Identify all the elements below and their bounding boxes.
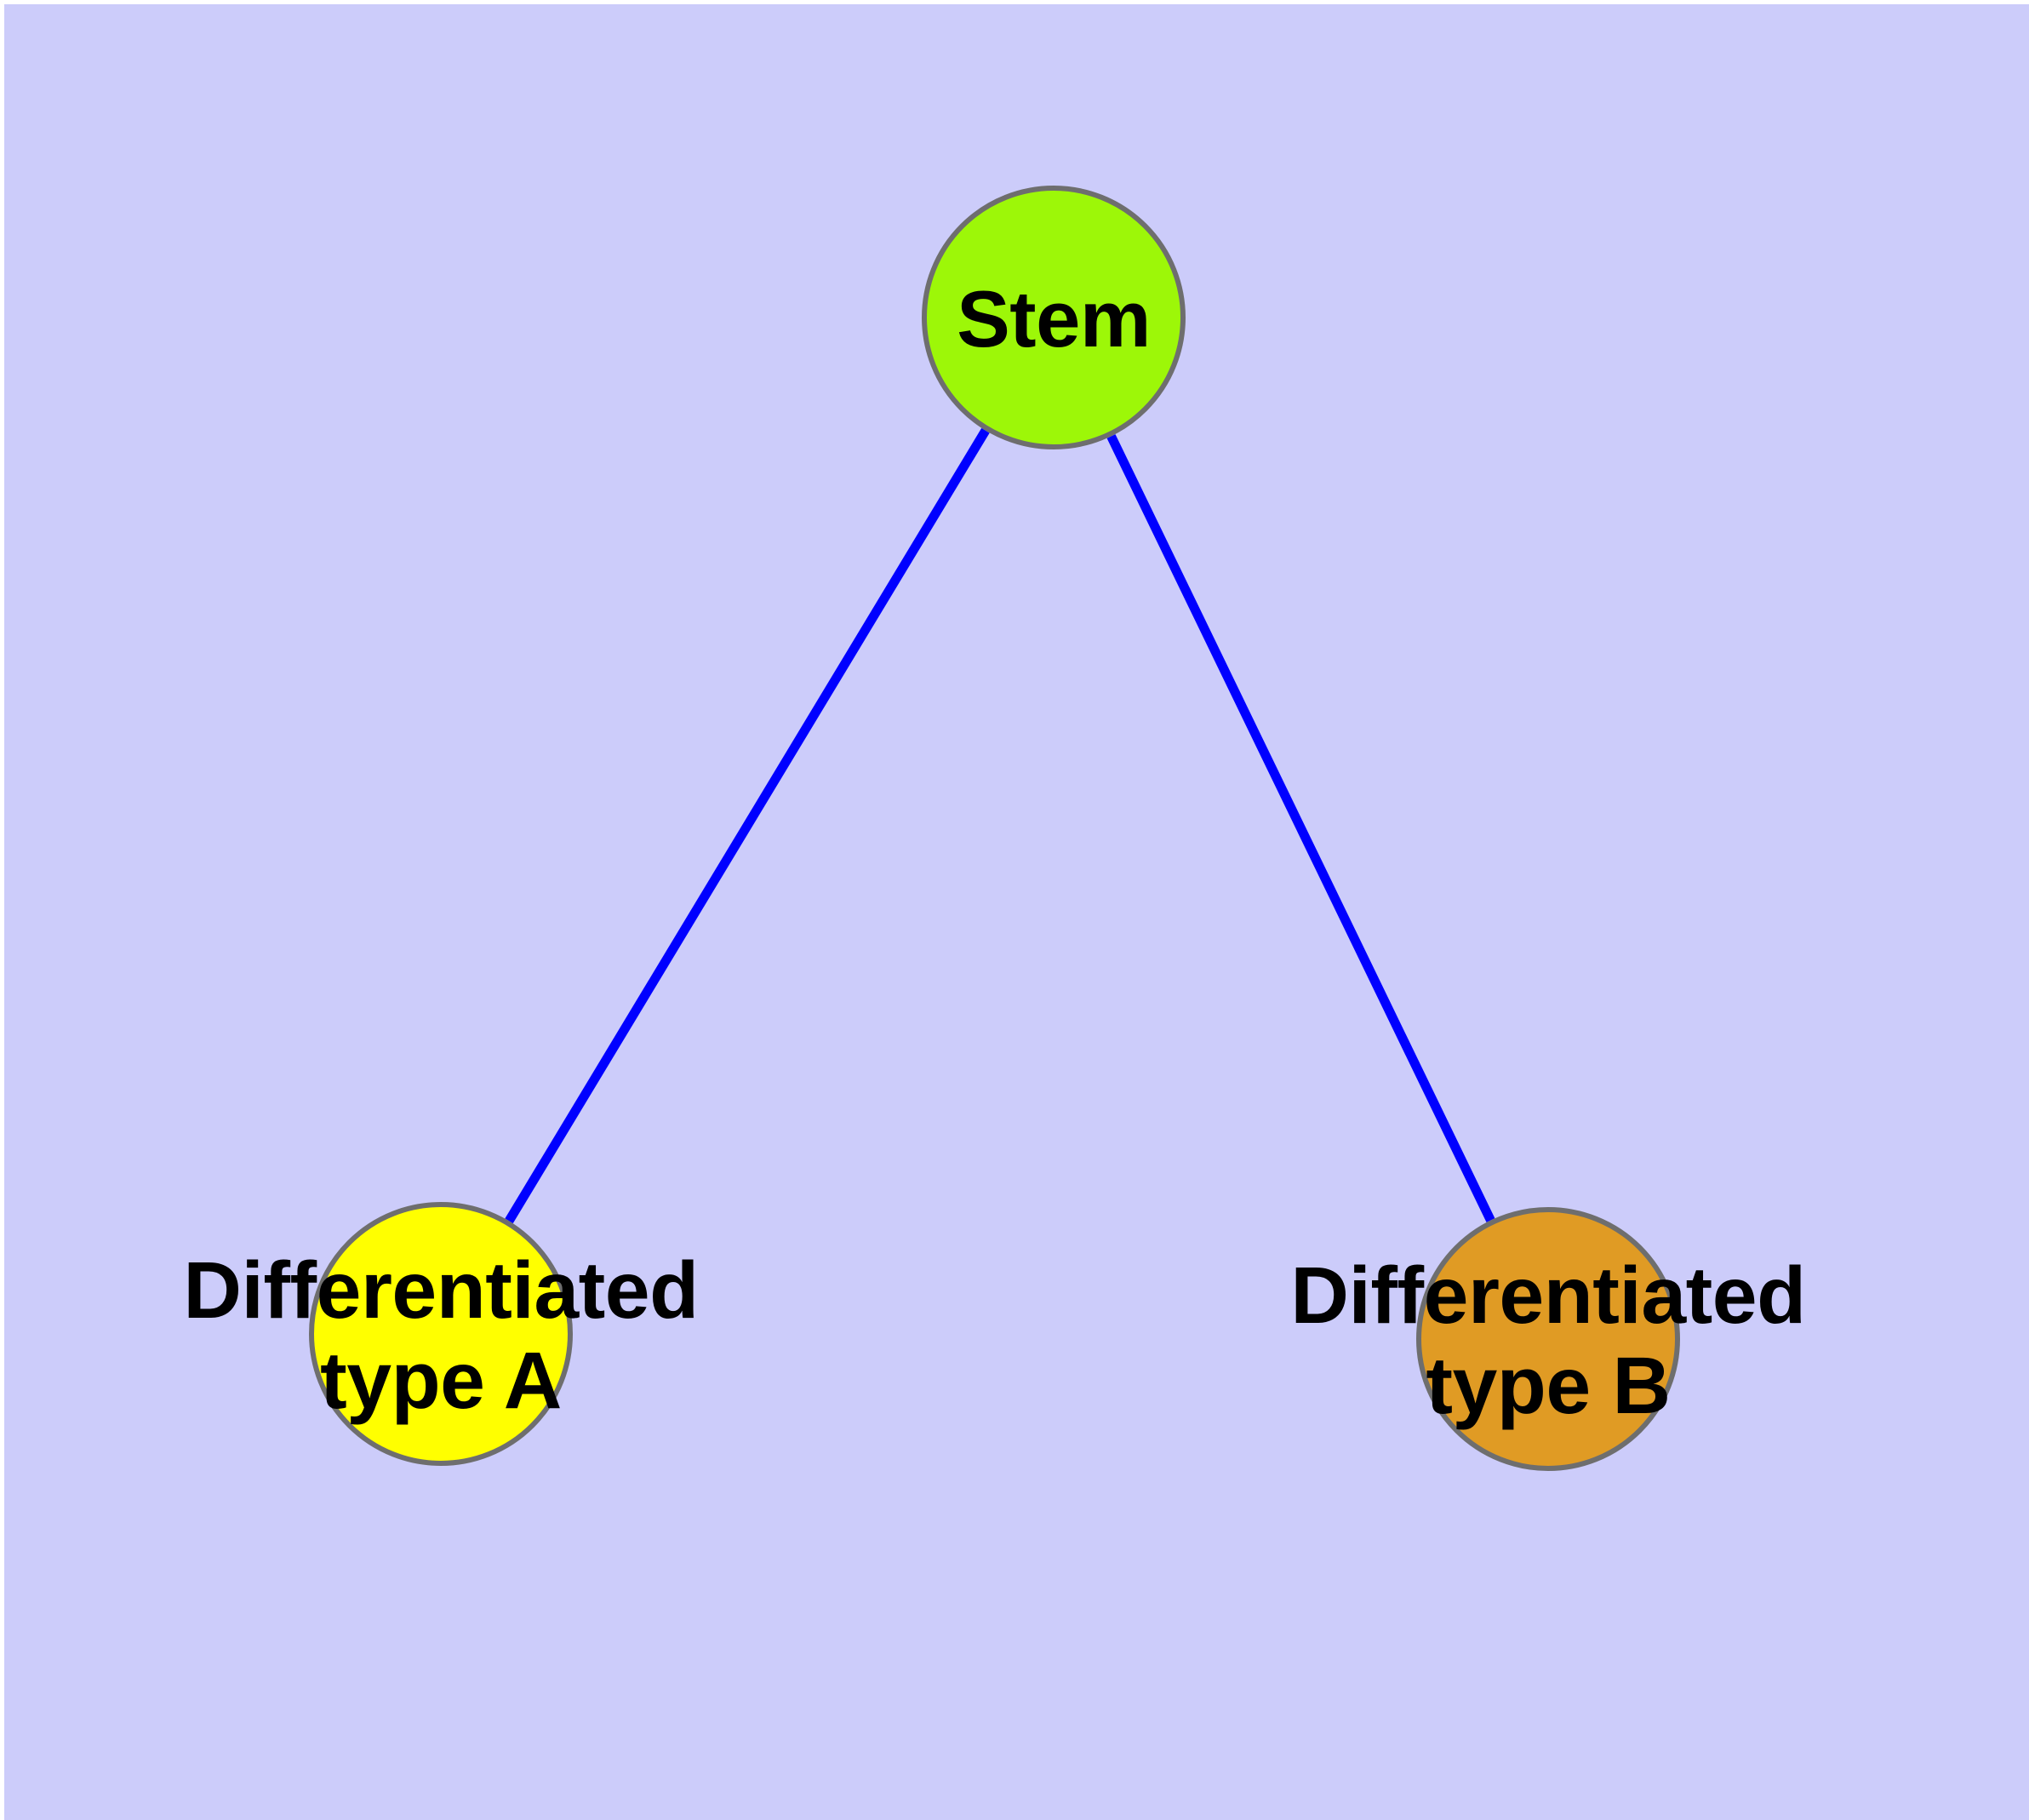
graph-edge-stem-to-b[interactable]: [1106, 434, 1495, 1222]
graph-node-diff-b[interactable]: [1416, 1207, 1680, 1471]
graph-node-stem[interactable]: [922, 186, 1186, 449]
edge-layer: [505, 427, 1495, 1224]
graph-edge-stem-to-a[interactable]: [505, 427, 990, 1224]
node-layer: [309, 186, 1680, 1471]
graph-node-diff-a[interactable]: [309, 1202, 573, 1466]
